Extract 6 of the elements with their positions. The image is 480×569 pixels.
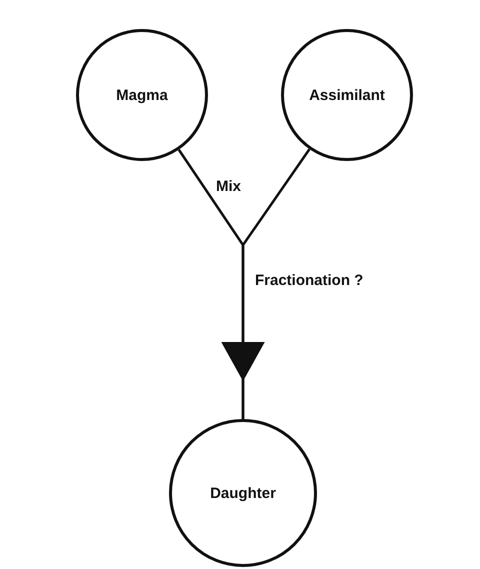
- arrow: [222, 148, 310, 419]
- node-label: Daughter: [210, 484, 276, 502]
- annotation-label: Fractionation ?: [255, 272, 364, 289]
- node-label: Assimilant: [309, 86, 385, 104]
- annotation-label: Mix: [216, 178, 242, 195]
- node-label: Magma: [116, 86, 168, 104]
